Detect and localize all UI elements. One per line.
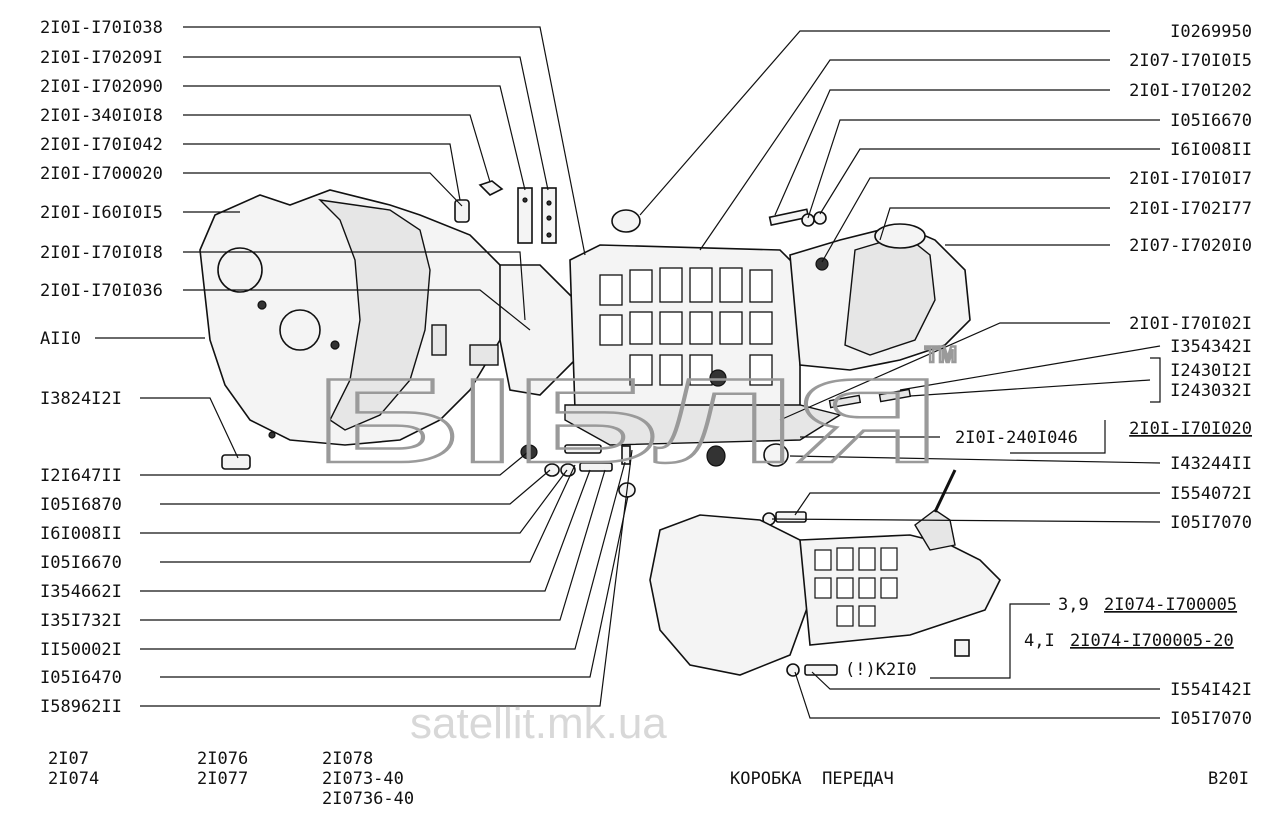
rear-extension-drawing bbox=[768, 208, 971, 371]
variant-labels: 3,9 2I074-I700005 4,I 2I074-I700005-20 bbox=[1024, 595, 1237, 651]
bearing-cover-drawing bbox=[499, 264, 576, 396]
label-left-2: 2I0I-I70209I bbox=[40, 48, 163, 68]
label-left-14: I6I008II bbox=[40, 524, 122, 544]
label-left-8: 2I0I-I70I0I8 bbox=[40, 243, 163, 263]
label-left-6: 2I0I-I700020 bbox=[40, 164, 163, 184]
label-left-18: II50002I bbox=[40, 640, 122, 660]
label-left-7: 2I0I-I60I0I5 bbox=[40, 203, 163, 223]
clutch-housing-drawing bbox=[199, 189, 506, 446]
small-parts-right bbox=[706, 388, 912, 677]
detail-note: (!)К2I0 bbox=[845, 660, 917, 680]
label-left-4: 2I0I-340I0I8 bbox=[40, 106, 163, 126]
model-210736-40: 2I0736-40 bbox=[322, 789, 414, 809]
brand-watermark: БІБЛЯ bbox=[315, 354, 940, 488]
label-left-5: 2I0I-I70I042 bbox=[40, 135, 163, 155]
right-labels: I0269950 2I07-I70I0I5 2I0I-I70I202 I05I6… bbox=[1129, 22, 1252, 729]
label-left-16: I354662I bbox=[40, 582, 122, 602]
label-left-11: I3824I2I bbox=[40, 389, 122, 409]
leader-lines bbox=[95, 26, 1161, 719]
label-left-20: I58962II bbox=[40, 697, 122, 717]
label-right-3: 2I0I-I70I202 bbox=[1129, 81, 1252, 101]
watermarks: БІБЛЯ TM satellit.mk.ua bbox=[314, 341, 958, 748]
label-right-17: I554I42I bbox=[1170, 680, 1252, 700]
label-right-11: I2430I2I bbox=[1170, 361, 1252, 381]
variant-2-ratio: 4,I bbox=[1024, 631, 1055, 651]
label-right-16: I05I7070 bbox=[1170, 513, 1252, 533]
variant-1-ratio: 3,9 bbox=[1058, 595, 1089, 615]
label-right-18: I05I7070 bbox=[1170, 709, 1252, 729]
label-left-1: 2I0I-I70I038 bbox=[40, 18, 163, 38]
label-right-6: 2I0I-I70I0I7 bbox=[1129, 169, 1252, 189]
model-2107: 2I07 bbox=[48, 749, 89, 769]
label-right-7: 2I0I-I702I77 bbox=[1129, 199, 1252, 219]
label-left-9: 2I0I-I70I036 bbox=[40, 281, 163, 301]
label-right-10: I354342I bbox=[1170, 337, 1252, 357]
label-right-1: I0269950 bbox=[1170, 22, 1252, 42]
label-left-19: I05I6470 bbox=[40, 668, 122, 688]
label-right-8: 2I07-I7020I0 bbox=[1129, 236, 1252, 256]
variant-1-code: 2I074-I700005 bbox=[1104, 595, 1237, 615]
diagram-title: КОРОБКА ПЕРЕДАЧ bbox=[730, 769, 894, 789]
label-left-10: AII0 bbox=[40, 329, 81, 349]
left-labels: 2I0I-I70I038 2I0I-I70209I 2I0I-I702090 2… bbox=[40, 18, 163, 717]
label-right-13: 2I0I-I70I020 bbox=[1129, 419, 1252, 439]
assembled-gearbox-drawing bbox=[649, 469, 1001, 676]
label-right-9: 2I0I-I70I02I bbox=[1129, 314, 1252, 334]
label-left-15: I05I6670 bbox=[40, 553, 122, 573]
label-right-5: I6I008II bbox=[1170, 140, 1252, 160]
model-21073-40: 2I073-40 bbox=[322, 769, 404, 789]
model-21078: 2I078 bbox=[322, 749, 373, 769]
page-code: В20I bbox=[1208, 769, 1249, 789]
label-left-13: I05I6870 bbox=[40, 495, 122, 515]
label-left-12: I2I647II bbox=[40, 466, 122, 486]
variant-2-code: 2I074-I700005-20 bbox=[1070, 631, 1234, 651]
label-left-3: 2I0I-I702090 bbox=[40, 77, 163, 97]
label-right-14: I43244II bbox=[1170, 454, 1252, 474]
site-watermark: satellit.mk.ua bbox=[410, 699, 667, 748]
label-right-15: I554072I bbox=[1170, 484, 1252, 504]
small-parts-top bbox=[454, 180, 641, 244]
label-right-12: I243032I bbox=[1170, 381, 1252, 401]
label-right-4: I05I6670 bbox=[1170, 111, 1252, 131]
footer: 2I07 2I074 2I076 2I077 2I078 2I073-40 2I… bbox=[48, 749, 1249, 809]
gearbox-case-drawing bbox=[564, 244, 842, 446]
label-center: 2I0I-240I046 bbox=[955, 428, 1078, 448]
trademark-watermark: TM bbox=[925, 342, 957, 367]
model-21074: 2I074 bbox=[48, 769, 99, 789]
label-left-17: I35I732I bbox=[40, 611, 122, 631]
model-21077: 2I077 bbox=[197, 769, 248, 789]
model-21076: 2I076 bbox=[197, 749, 248, 769]
label-right-2: 2I07-I70I0I5 bbox=[1129, 51, 1252, 71]
